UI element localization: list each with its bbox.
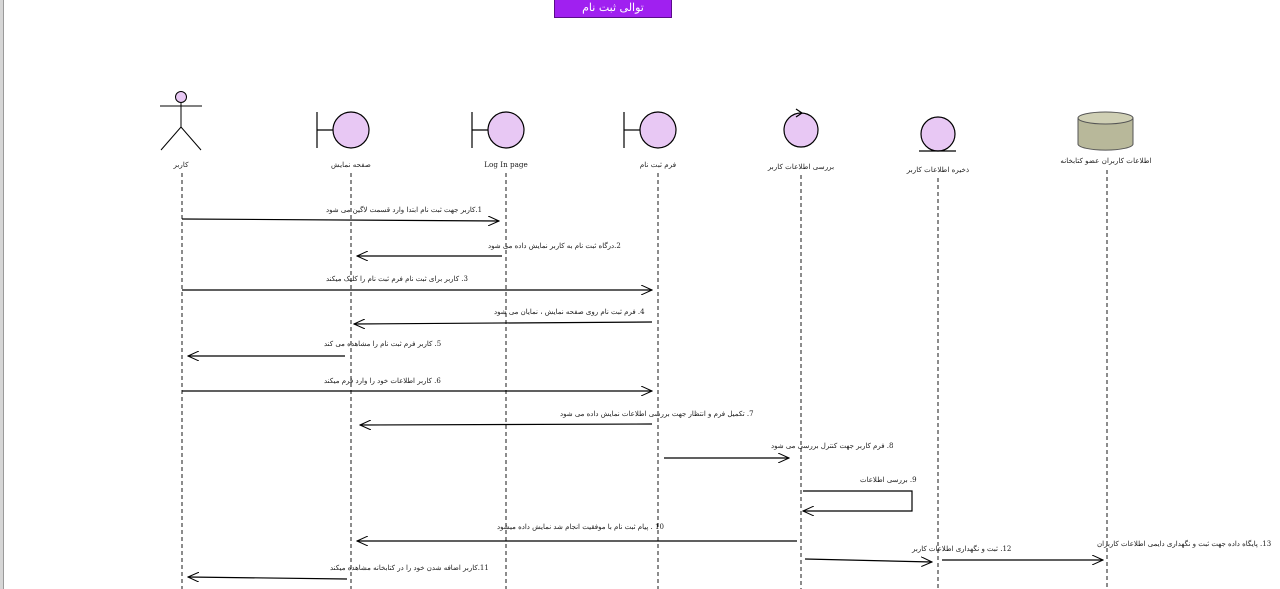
- lifeline-label: اطلاعات کاربران عضو کتابخانه: [1060, 156, 1151, 165]
- message-label: 7. تکمیل فرم و انتظار جهت بررسی اطلاعات …: [560, 410, 754, 418]
- window-border: [0, 0, 3, 589]
- lifeline-label: صفحه نمایش: [331, 160, 371, 169]
- message-arrow: [354, 322, 653, 324]
- database-icon: [1077, 111, 1134, 151]
- message-label: 9. بررسی اطلاعات: [860, 476, 917, 484]
- lifeline-label: Log In page: [484, 160, 527, 169]
- message-label: 3. کاربر برای ثبت نام فرم ثبت نام را کلی…: [326, 275, 468, 283]
- boundary-icon: [316, 111, 370, 149]
- boundary-icon: [623, 111, 677, 149]
- message-label: 13. پایگاه داده جهت ثبت و نگهداری دایمی …: [1097, 539, 1271, 548]
- control-icon: [783, 108, 819, 148]
- window-border-line: [3, 0, 4, 589]
- message-label: 6. کاربر اطلاعات خود را وارد فرم میکند: [324, 377, 441, 385]
- message-arrow: [181, 219, 499, 221]
- self-message-arrow: [803, 490, 913, 511]
- message-label: 10 . پیام ثبت نام با موفقیت انجام شد نما…: [497, 523, 664, 531]
- message-arrow: [188, 577, 348, 579]
- message-label: 2.درگاه ثبت نام به کاربر نمایش داده می ش…: [488, 241, 621, 250]
- actor-icon: [160, 91, 202, 151]
- message-label: 11.کاربر اضافه شدن خود را در کتابخانه مش…: [330, 564, 489, 572]
- message-label: 5. کاربر فرم ثبت نام را مشاهده می کند: [324, 340, 441, 348]
- lifeline-label: بررسی اطلاعات کاربر: [767, 162, 834, 171]
- message-label: 4. فرم ثبت نام روی صفحه نمایش ، نمایان م…: [494, 308, 645, 316]
- message-arrow: [804, 559, 932, 562]
- lifeline-label: فرم ثبت نام: [640, 160, 676, 169]
- diagram-title: توالی ثبت نام: [554, 0, 672, 18]
- boundary-icon: [471, 111, 525, 149]
- lifeline-label: کاربر: [172, 160, 189, 169]
- message-label: 1.کاربر جهت ثبت نام ابتدا وارد قسمت لاگی…: [326, 205, 482, 214]
- lifeline-label: ذخیره اطلاعات کاربر: [906, 165, 969, 174]
- message-label: 8. فرم کاربر جهت کنترل بررسی می شود: [771, 442, 893, 450]
- message-label: 12. ثبت و نگهداری اطلاعات کاربر: [911, 544, 1011, 553]
- entity-icon: [919, 116, 956, 152]
- message-arrow: [360, 424, 653, 425]
